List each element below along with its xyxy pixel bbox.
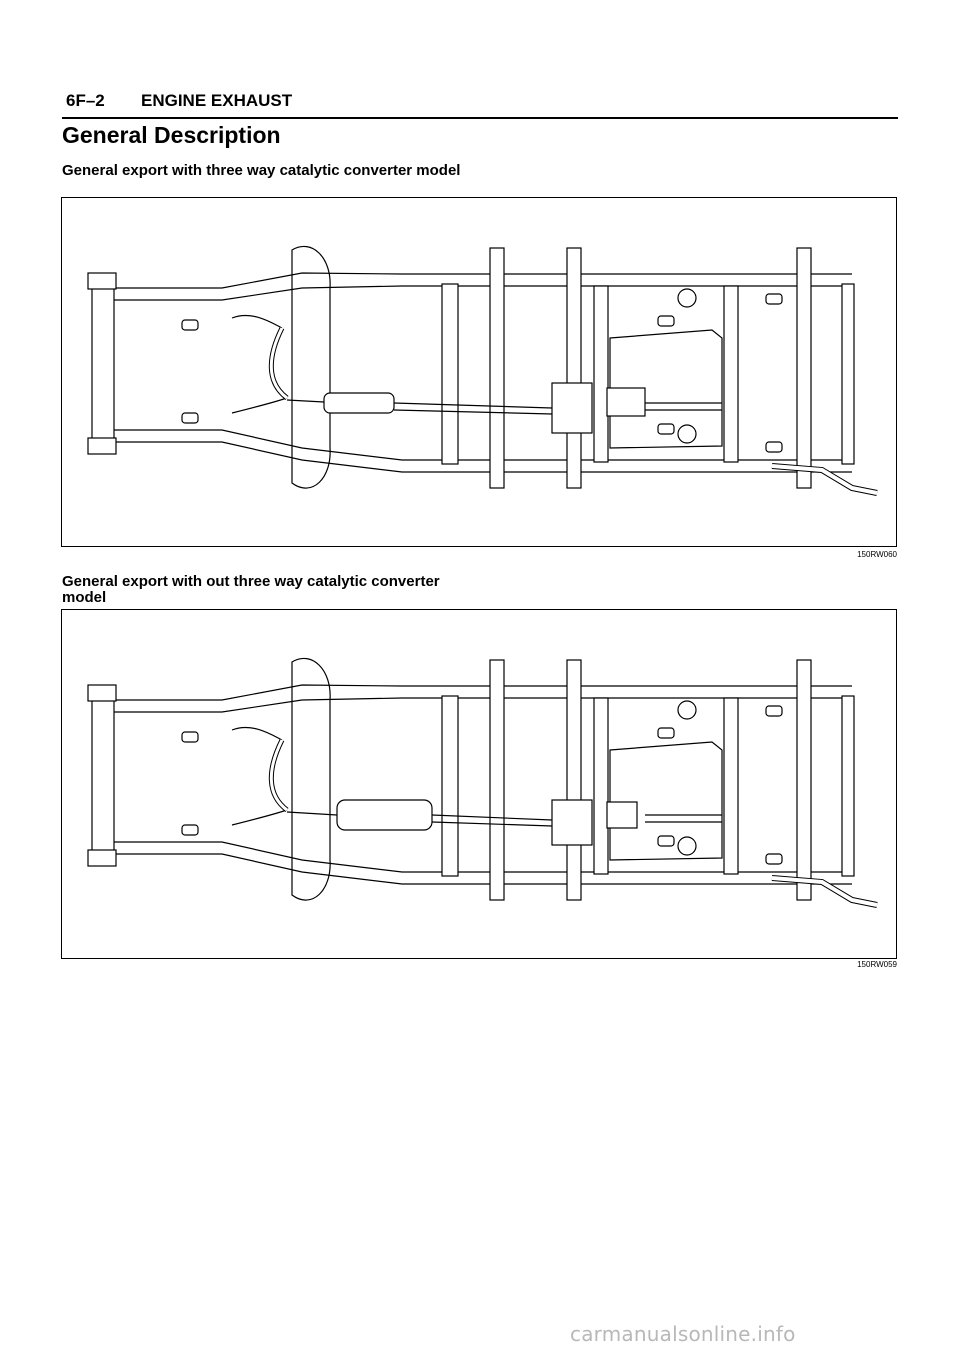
exhaust-chassis-diagram-catalytic <box>87 245 878 496</box>
page-header: 6F–2 ENGINE EXHAUST <box>62 89 898 119</box>
figure-1-code: 150RW060 <box>857 550 897 559</box>
exhaust-chassis-diagram-non-catalytic <box>87 657 878 908</box>
figure-1-caption: General export with three way catalytic … <box>62 162 461 179</box>
watermark: carmanualsonline.info <box>570 1322 796 1346</box>
section-title: ENGINE EXHAUST <box>141 91 293 110</box>
figure-1-frame <box>61 197 897 547</box>
page-number: 6F–2 <box>66 91 105 110</box>
figure-2-frame <box>61 609 897 959</box>
figure-2-code: 150RW059 <box>857 960 897 969</box>
page-title: General Description <box>62 122 281 148</box>
figure-2-caption: General export with out three way cataly… <box>62 573 440 606</box>
